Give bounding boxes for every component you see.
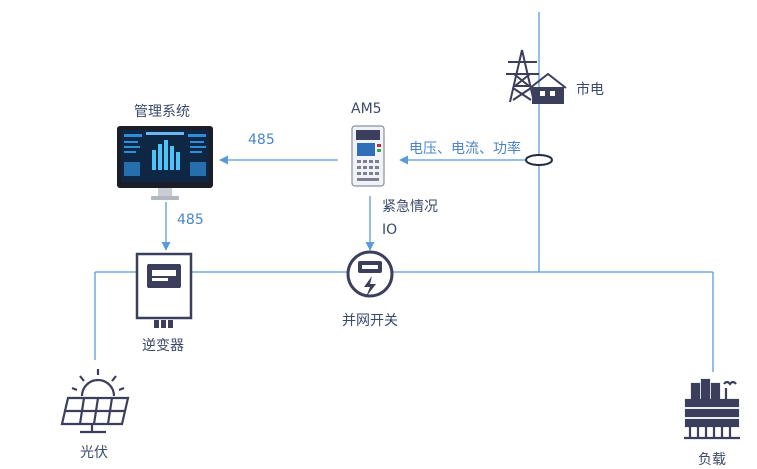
monitor-dashboard-icon — [117, 126, 213, 200]
inverter-icon — [135, 252, 193, 328]
meter-label: AM5 — [351, 101, 382, 117]
grid-switch-label: 并网开关 — [342, 313, 398, 329]
pv-label: 光伏 — [80, 445, 108, 461]
factory-load-icon — [684, 378, 740, 440]
power-tower-house-icon — [506, 49, 567, 104]
rs485-top-label: 485 — [248, 132, 275, 148]
io-label: IO — [382, 222, 398, 238]
emergency-label: 紧急情况 — [382, 199, 438, 215]
current-transformer-icon — [525, 154, 553, 166]
wiring — [94, 12, 714, 372]
rs485-side-label: 485 — [177, 212, 204, 228]
am5-relay-device-icon — [351, 125, 385, 187]
load-label: 负载 — [698, 452, 726, 468]
management-label: 管理系统 — [134, 104, 190, 120]
grid-label: 市电 — [576, 82, 604, 98]
inverter-label: 逆变器 — [142, 338, 184, 354]
grid-switch-icon — [346, 250, 394, 298]
measure-label: 电压、电流、功率 — [409, 141, 521, 157]
solar-panel-icon — [60, 369, 130, 434]
